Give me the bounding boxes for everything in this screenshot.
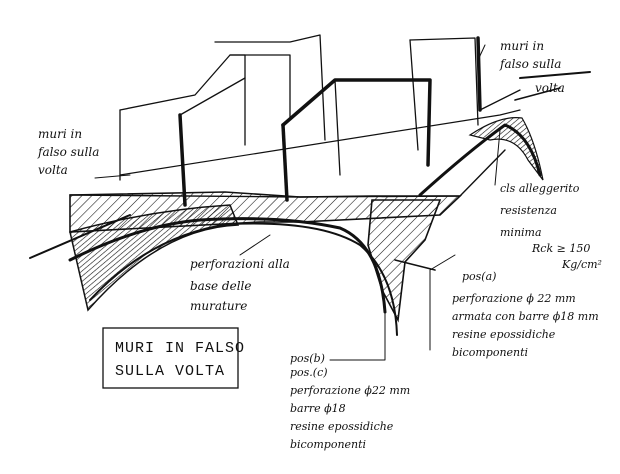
svg-text:armata con barre ϕ18 mm: armata con barre ϕ18 mm <box>452 310 599 323</box>
svg-text:resine epossidiche: resine epossidiche <box>452 328 556 341</box>
svg-text:bicomponenti: bicomponenti <box>452 346 528 359</box>
label-left-walls: muri in falso sulla volta <box>37 127 99 177</box>
label-cls: cls alleggerito resistenza minima Rck ≥ … <box>500 182 602 271</box>
rod-center <box>394 259 436 271</box>
wall-center <box>214 34 432 202</box>
svg-text:falso sulla: falso sulla <box>499 57 561 71</box>
svg-text:Kg/cm²: Kg/cm² <box>561 258 602 271</box>
rod-left <box>29 214 131 259</box>
svg-text:SULLA VOLTA: SULLA VOLTA <box>115 363 225 380</box>
wall-right <box>409 36 521 151</box>
rod-right <box>519 71 591 79</box>
svg-text:pos(b): pos(b) <box>290 352 325 365</box>
leader-pos-b <box>329 311 386 361</box>
svg-text:minima: minima <box>500 226 542 239</box>
svg-text:perforazioni alla: perforazioni alla <box>190 257 290 271</box>
label-pos-b: pos(b) pos.(c) perforazione ϕ22 mm barre… <box>290 352 410 451</box>
right-vault-band <box>468 117 544 181</box>
rod-right-2 <box>514 87 561 101</box>
leader-perforations <box>239 234 271 256</box>
slab-back-edge <box>119 109 521 176</box>
leader-right-walls <box>477 44 486 61</box>
svg-text:cls alleggerito: cls alleggerito <box>500 182 580 195</box>
svg-text:perforazione ϕ 22 mm: perforazione ϕ 22 mm <box>452 292 576 305</box>
svg-text:MURI IN FALSO: MURI IN FALSO <box>115 340 245 357</box>
wall-left <box>119 54 246 207</box>
svg-text:Rck ≥ 150: Rck ≥ 150 <box>531 242 590 255</box>
svg-text:muri in: muri in <box>500 39 544 53</box>
svg-text:resistenza: resistenza <box>500 204 557 217</box>
svg-text:bicomponenti: bicomponenti <box>290 438 366 451</box>
svg-text:barre ϕ18: barre ϕ18 <box>290 402 346 415</box>
svg-text:pos(a): pos(a) <box>462 270 496 283</box>
svg-text:volta: volta <box>38 163 68 177</box>
label-right-walls: muri in falso sulla volta <box>499 39 565 95</box>
leader-cls <box>494 129 501 186</box>
svg-text:pos.(c): pos.(c) <box>290 366 328 379</box>
svg-text:falso sulla: falso sulla <box>37 145 99 159</box>
svg-text:resine epossidiche: resine epossidiche <box>290 420 394 433</box>
svg-text:muri in: muri in <box>38 127 82 141</box>
svg-text:base delle: base delle <box>190 279 251 293</box>
title-box: MURI IN FALSO SULLA VOLTA <box>102 327 245 389</box>
label-pos-a: pos(a) perforazione ϕ 22 mm armata con b… <box>452 270 599 359</box>
svg-text:perforazione ϕ22 mm: perforazione ϕ22 mm <box>290 384 410 397</box>
leader-left-walls <box>94 174 131 179</box>
label-perforations: perforazioni alla base delle murature <box>190 257 290 313</box>
svg-text:volta: volta <box>535 81 565 95</box>
leader-pos-a <box>429 254 456 351</box>
svg-text:murature: murature <box>190 299 247 313</box>
pier-haunch <box>367 199 442 323</box>
